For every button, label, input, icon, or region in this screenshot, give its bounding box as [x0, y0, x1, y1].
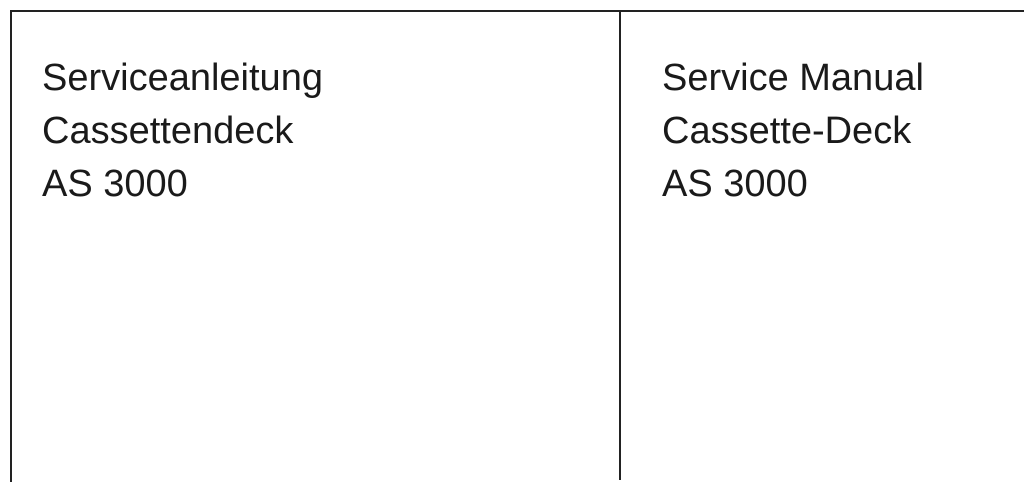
title-line: Cassettendeck — [42, 110, 294, 152]
title-line: AS 3000 — [42, 163, 188, 205]
english-title-block: Service Manual Cassette-Deck AS 3000 — [662, 52, 924, 211]
column-divider — [619, 10, 621, 480]
title-line: Cassette-Deck — [662, 110, 912, 152]
title-line: Service Manual — [662, 57, 924, 99]
german-title-block: Serviceanleitung Cassettendeck AS 3000 — [42, 52, 323, 211]
page-frame — [10, 10, 1024, 482]
title-line: Serviceanleitung — [42, 57, 323, 99]
title-line: AS 3000 — [662, 163, 808, 205]
